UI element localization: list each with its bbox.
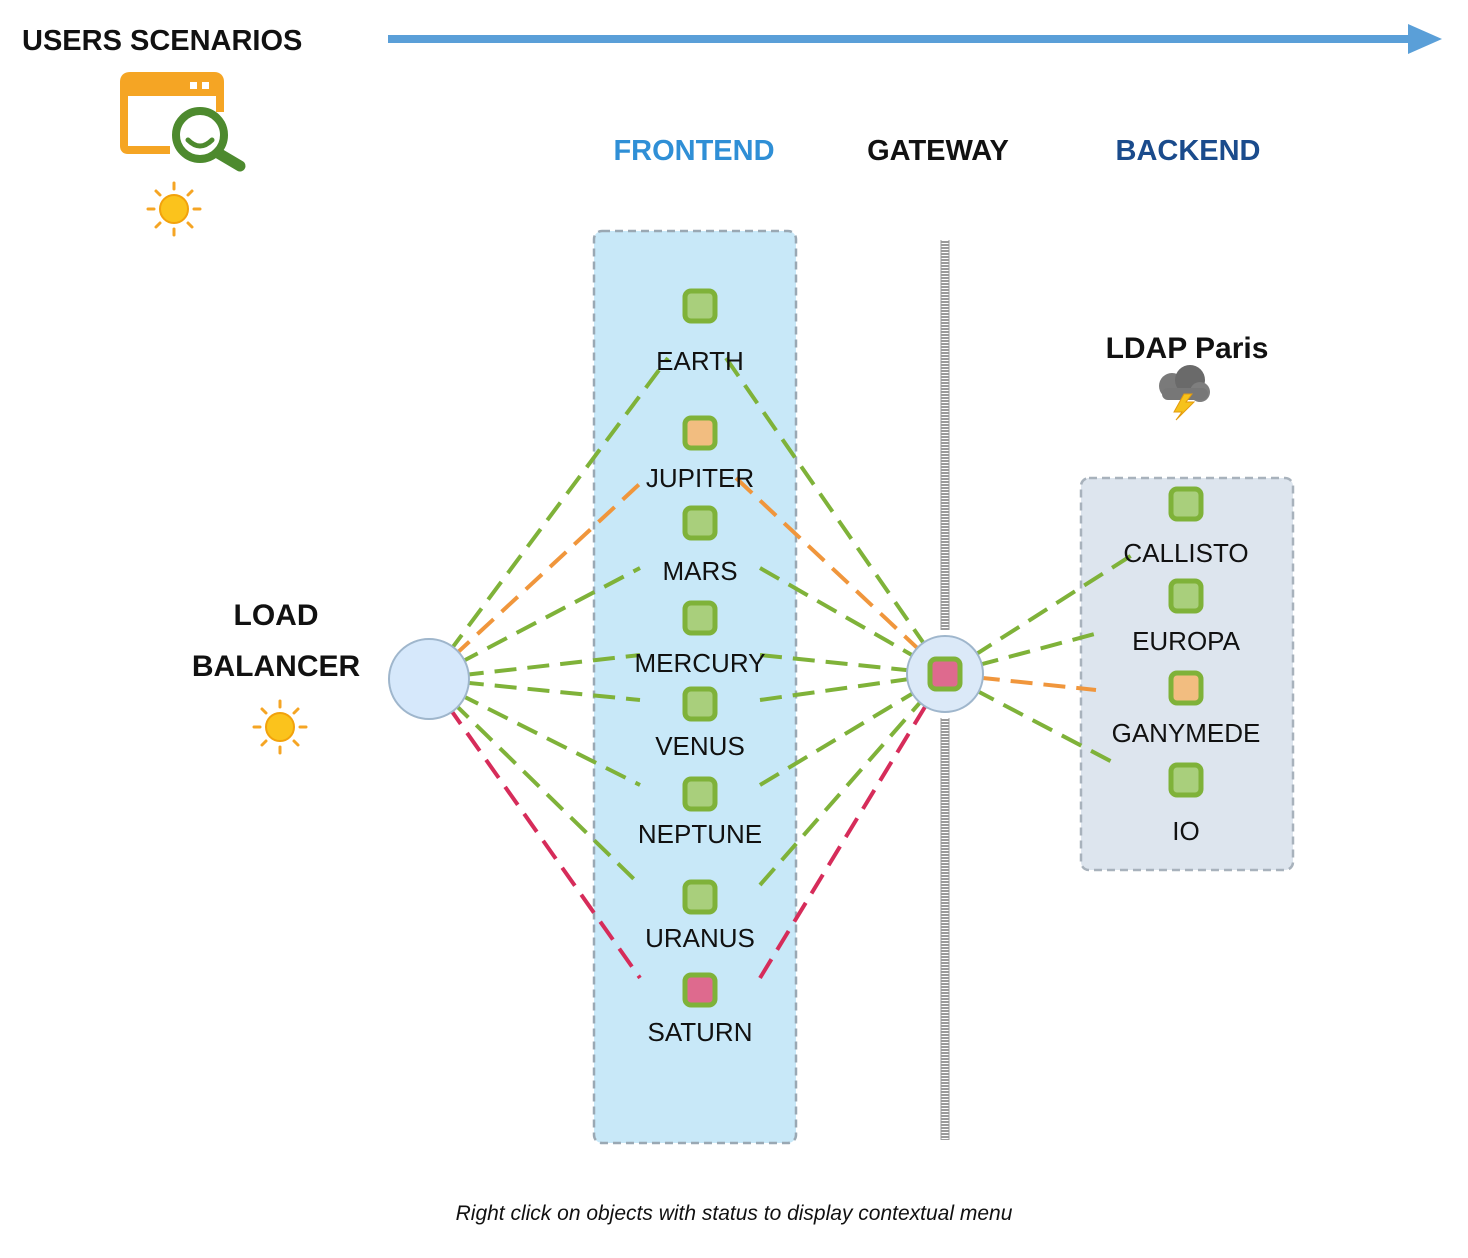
backend-node-io[interactable]: IO	[1168, 762, 1204, 846]
backend-status-indicator[interactable]	[1168, 578, 1204, 614]
backend-node-europa[interactable]: EUROPA	[1132, 578, 1241, 656]
gateway-status-indicator[interactable]	[927, 656, 963, 692]
frontend-node-saturn[interactable]: SATURN	[648, 972, 753, 1047]
frontend-status-indicator[interactable]	[682, 879, 718, 915]
frontend-status-indicator[interactable]	[682, 776, 718, 812]
frontend-status-indicator[interactable]	[682, 972, 718, 1008]
ldap-title: LDAP Paris	[1106, 332, 1269, 365]
backend-node-label: CALLISTO	[1123, 538, 1248, 568]
frontend-node-label: JUPITER	[646, 463, 754, 493]
nodes-layer: EARTH JUPITER MARS MERCURY VENUS NEPTUNE URANU…	[635, 288, 1261, 1047]
gateway-node[interactable]	[906, 635, 984, 713]
link-gw-jupiter	[734, 476, 947, 676]
frontend-node-label: MARS	[662, 556, 737, 586]
link-gw-uranus	[758, 672, 947, 887]
sun-icon	[252, 699, 308, 755]
frontend-node-label: EARTH	[656, 346, 744, 376]
frontend-status-indicator[interactable]	[682, 415, 718, 451]
link-lb-earth	[427, 356, 670, 681]
link-backend-europa	[944, 630, 1103, 676]
frontend-node-neptune[interactable]: NEPTUNE	[638, 776, 762, 849]
backend-node-callisto[interactable]: CALLISTO	[1123, 486, 1249, 568]
backend-node-label: IO	[1172, 816, 1199, 846]
frontend-node-earth[interactable]: EARTH	[656, 288, 744, 376]
page-title: USERS SCENARIOS	[22, 25, 302, 57]
link-lb-jupiter	[427, 476, 648, 681]
load-balancer-label-line1: LOAD	[234, 599, 319, 632]
frontend-status-indicator[interactable]	[682, 505, 718, 541]
frontend-node-jupiter[interactable]: JUPITER	[646, 415, 754, 493]
frontend-status-indicator[interactable]	[682, 288, 718, 324]
frontend-status-indicator[interactable]	[682, 600, 718, 636]
frontend-node-uranus[interactable]: URANUS	[645, 879, 755, 953]
backend-node-label: EUROPA	[1132, 626, 1241, 656]
link-gw-saturn	[758, 672, 947, 980]
link-lb-saturn	[427, 677, 642, 980]
column-title-gateway: GATEWAY	[867, 135, 1009, 167]
frontend-node-venus[interactable]: VENUS	[655, 686, 745, 761]
frontend-node-label: MERCURY	[635, 648, 766, 678]
frontend-node-label: URANUS	[645, 923, 755, 953]
backend-node-ganymede[interactable]: GANYMEDE	[1112, 670, 1261, 748]
arrow-right-icon	[388, 24, 1442, 54]
link-backend-ganymede	[944, 672, 1097, 692]
frontend-node-label: VENUS	[655, 731, 745, 761]
backend-node-label: GANYMEDE	[1112, 718, 1261, 748]
frontend-node-label: SATURN	[648, 1017, 753, 1047]
column-title-backend: BACKEND	[1116, 135, 1261, 167]
footer-caption: Right click on objects with status to di…	[455, 1202, 1013, 1225]
column-title-frontend: FRONTEND	[613, 135, 774, 167]
storm-cloud-icon	[1159, 365, 1210, 421]
backend-status-indicator[interactable]	[1168, 762, 1204, 798]
backend-status-indicator[interactable]	[1168, 670, 1204, 706]
backend-status-indicator[interactable]	[1168, 486, 1204, 522]
frontend-node-mars[interactable]: MARS	[662, 505, 738, 586]
frontend-node-mercury[interactable]: MERCURY	[635, 600, 766, 678]
browser-search-icon[interactable]	[120, 72, 246, 172]
load-balancer-label-line2: BALANCER	[192, 650, 361, 683]
frontend-status-indicator[interactable]	[682, 686, 718, 722]
link-lb-uranus	[427, 677, 642, 887]
frontend-node-label: NEPTUNE	[638, 819, 762, 849]
load-balancer-node[interactable]	[388, 638, 470, 720]
sun-icon	[146, 181, 202, 237]
